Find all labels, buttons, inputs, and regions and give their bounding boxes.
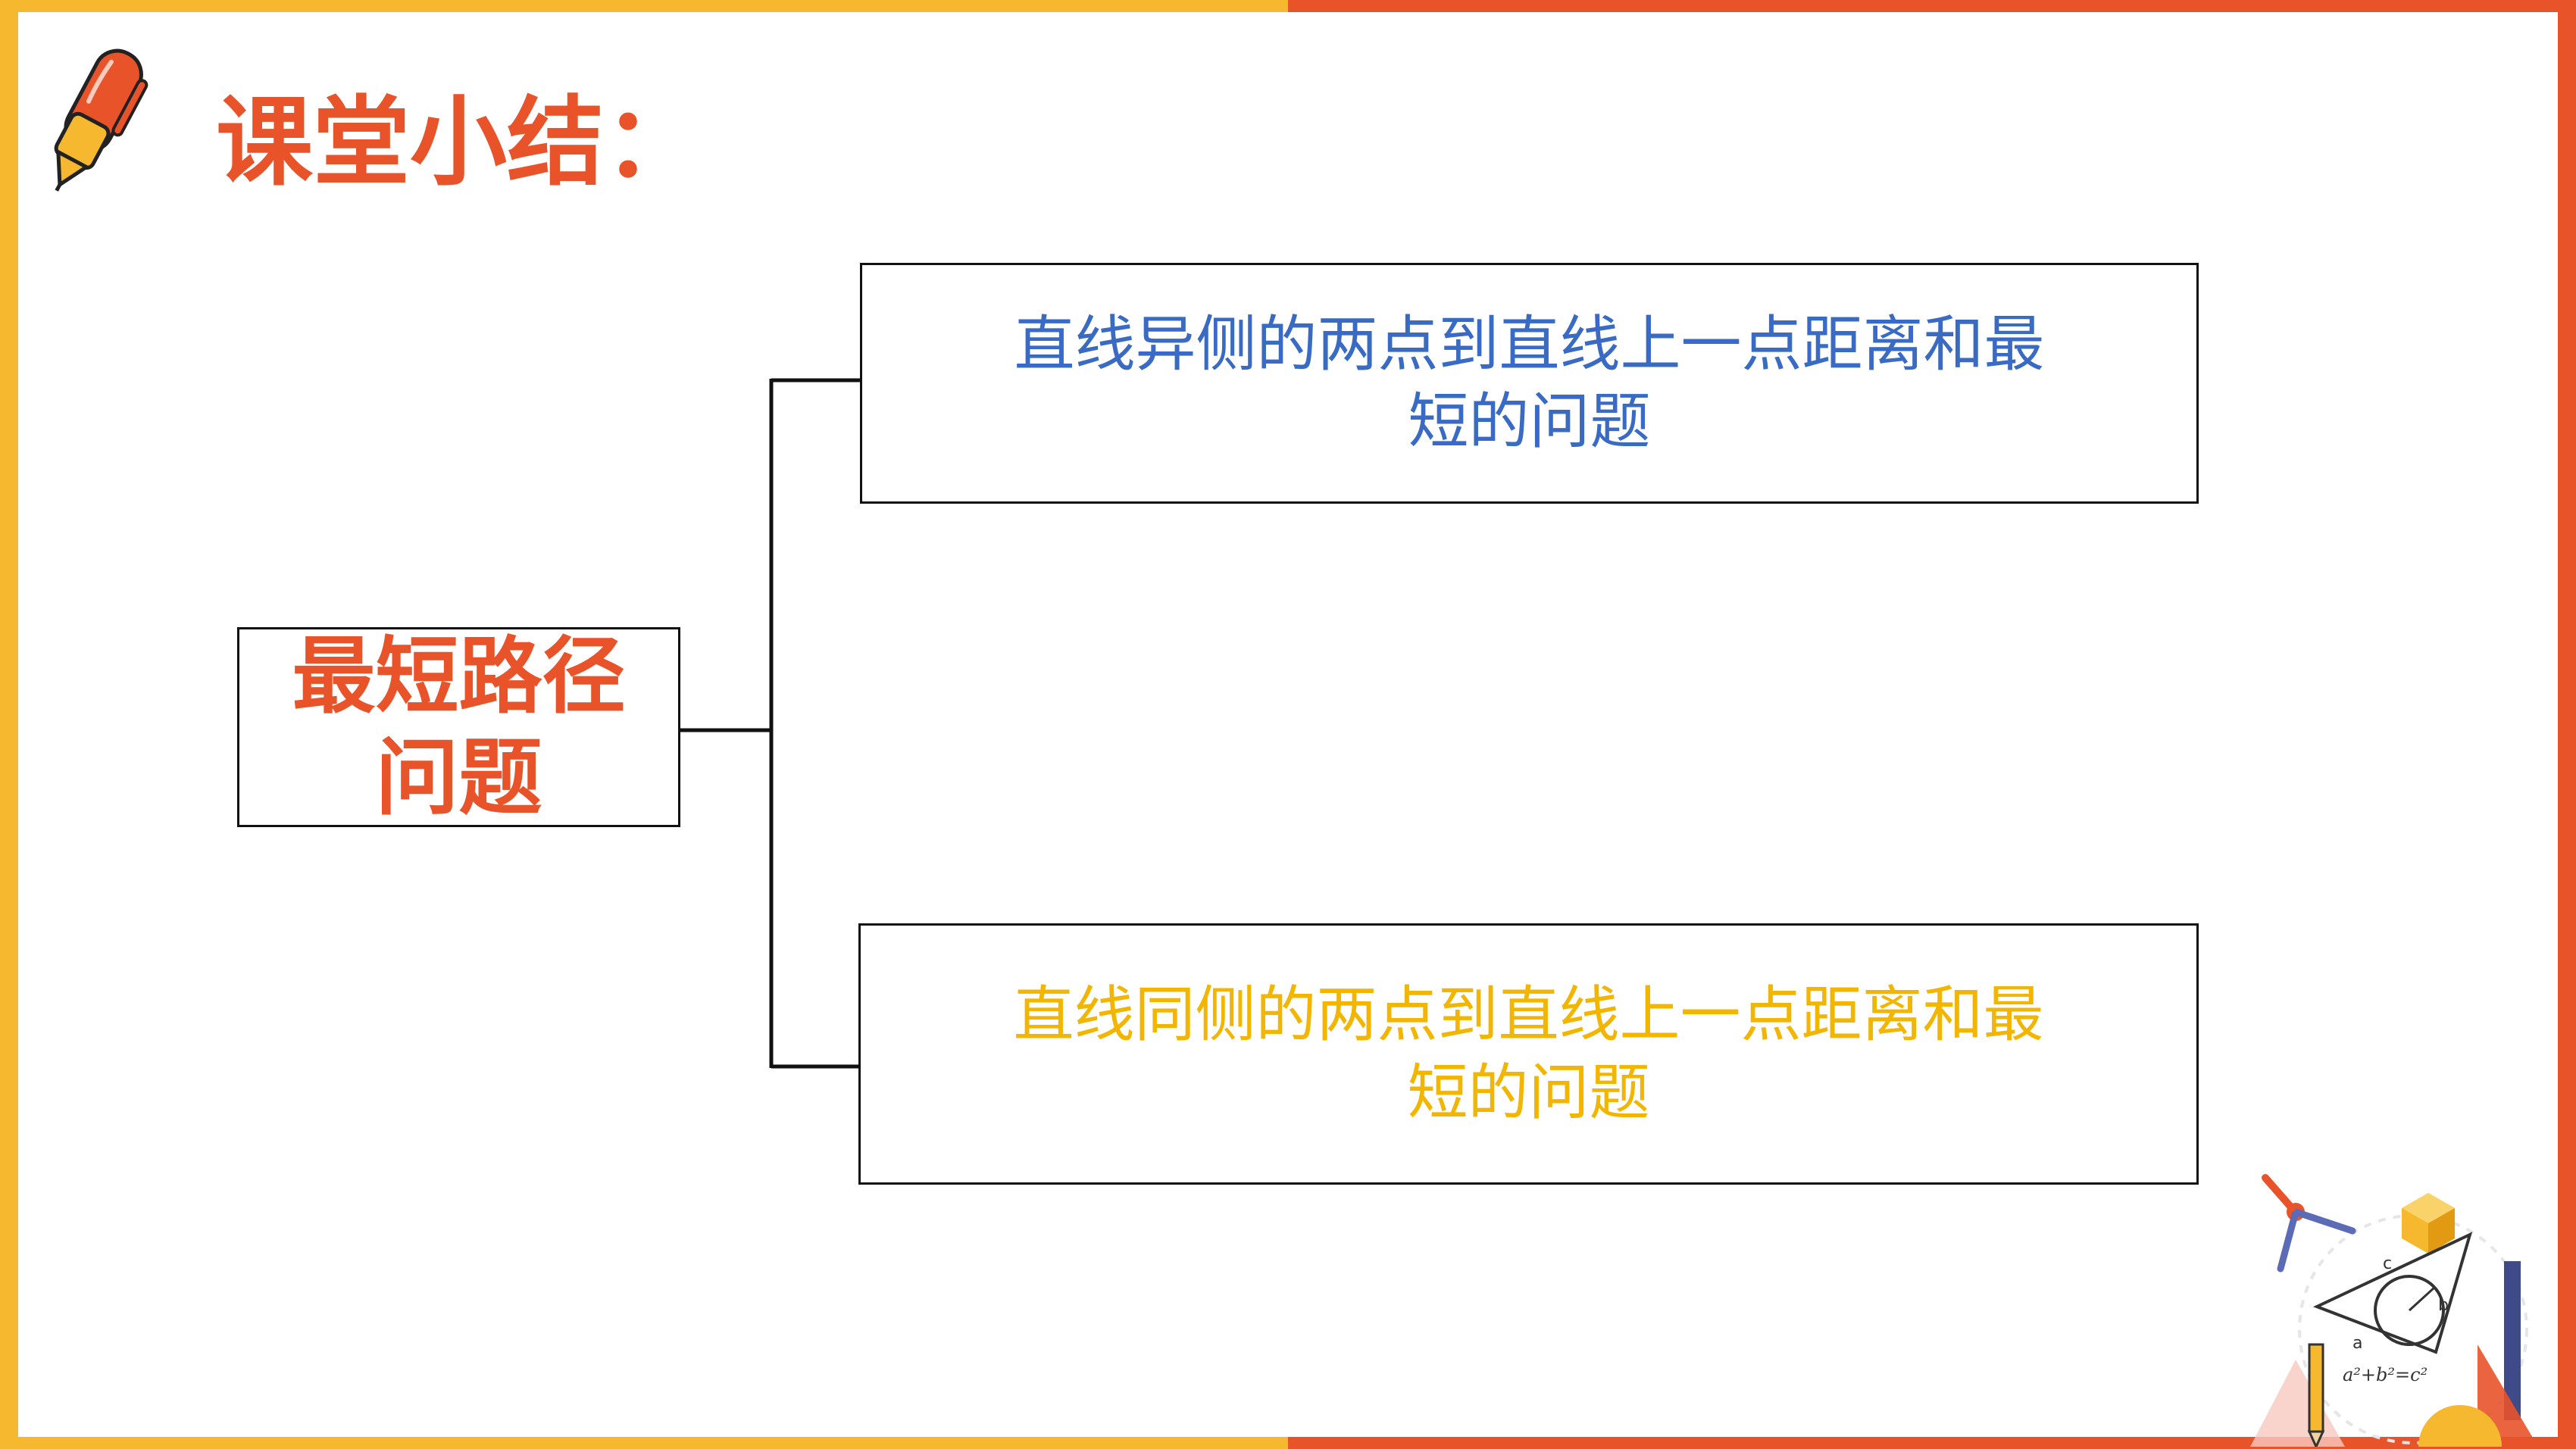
page-title: 课堂小结： bbox=[216, 86, 702, 199]
frame-top-right bbox=[1288, 0, 2576, 12]
root-topic-line-2: 问题 bbox=[375, 729, 542, 826]
branch-box-opposite-sides: 直线异侧的两点到直线上一点距离和最短的问题 bbox=[860, 263, 2199, 504]
triangle-label-b: b bbox=[2438, 1296, 2449, 1315]
pythagorean-formula: a²+b²=c² bbox=[2343, 1364, 2428, 1385]
triangle-label-a: a bbox=[2352, 1334, 2362, 1353]
compass-icon bbox=[2262, 1174, 2356, 1273]
root-topic-line-1: 最短路径 bbox=[292, 627, 626, 725]
branch-label-opposite-sides: 直线异侧的两点到直线上一点距离和最短的问题 bbox=[1014, 308, 2045, 457]
pen-icon bbox=[54, 48, 148, 192]
branch-label-same-side: 直线同侧的两点到直线上一点距离和最短的问题 bbox=[1013, 979, 2044, 1128]
frame-left bbox=[0, 0, 18, 1449]
root-topic-label: 最短路径 问题 bbox=[292, 626, 626, 829]
geometry-tools-illustration: c b a a²+b²=c² bbox=[2250, 1174, 2538, 1447]
frame-bottom-left bbox=[0, 1437, 1288, 1449]
frame-right bbox=[2558, 0, 2576, 1449]
branch-box-same-side: 直线同侧的两点到直线上一点距离和最短的问题 bbox=[858, 923, 2199, 1185]
root-topic-box: 最短路径 问题 bbox=[237, 627, 680, 827]
triangle-label-c: c bbox=[2383, 1254, 2392, 1273]
frame-top-left bbox=[0, 0, 1288, 12]
pencil-icon bbox=[2307, 1343, 2325, 1447]
